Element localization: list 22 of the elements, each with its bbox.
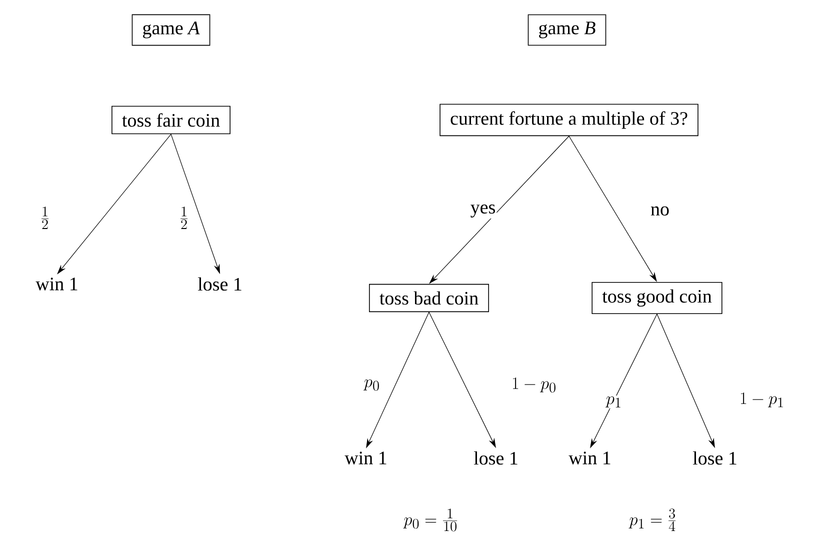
process-box: toss fair coin xyxy=(112,106,230,134)
edge-label: $p_0$ xyxy=(362,378,382,392)
probability-note: $p_0=\frac{1}{10}$ xyxy=(403,508,458,532)
question-box: current fortune a multiple of 3? xyxy=(440,104,698,136)
title-box: game A xyxy=(132,14,210,46)
probability-note: $p_1=\frac{3}{4}$ xyxy=(628,508,676,532)
outcome-label: lose 1 xyxy=(692,451,736,465)
edge-label: yes xyxy=(469,203,497,219)
process-box: toss bad coin xyxy=(369,284,489,312)
outcome-label: win 1 xyxy=(344,452,386,464)
edge-label: $\frac{1}{2}$ xyxy=(178,206,190,230)
outcome-label: win 1 xyxy=(568,452,610,464)
outcome-label: lose 1 xyxy=(474,451,518,465)
outcome-label: win 1 xyxy=(36,278,78,290)
outcome-label: lose 1 xyxy=(198,277,242,291)
edge-label: no xyxy=(650,205,670,217)
title-box: game B xyxy=(528,14,606,46)
process-box: toss good coin xyxy=(592,282,722,314)
edge-label: $p_1$ xyxy=(604,396,624,408)
edge-label: $\frac{1}{2}$ xyxy=(39,206,51,230)
edge-label: $1-p_1$ xyxy=(738,392,786,408)
edge-label: $1-p_0$ xyxy=(510,376,558,394)
